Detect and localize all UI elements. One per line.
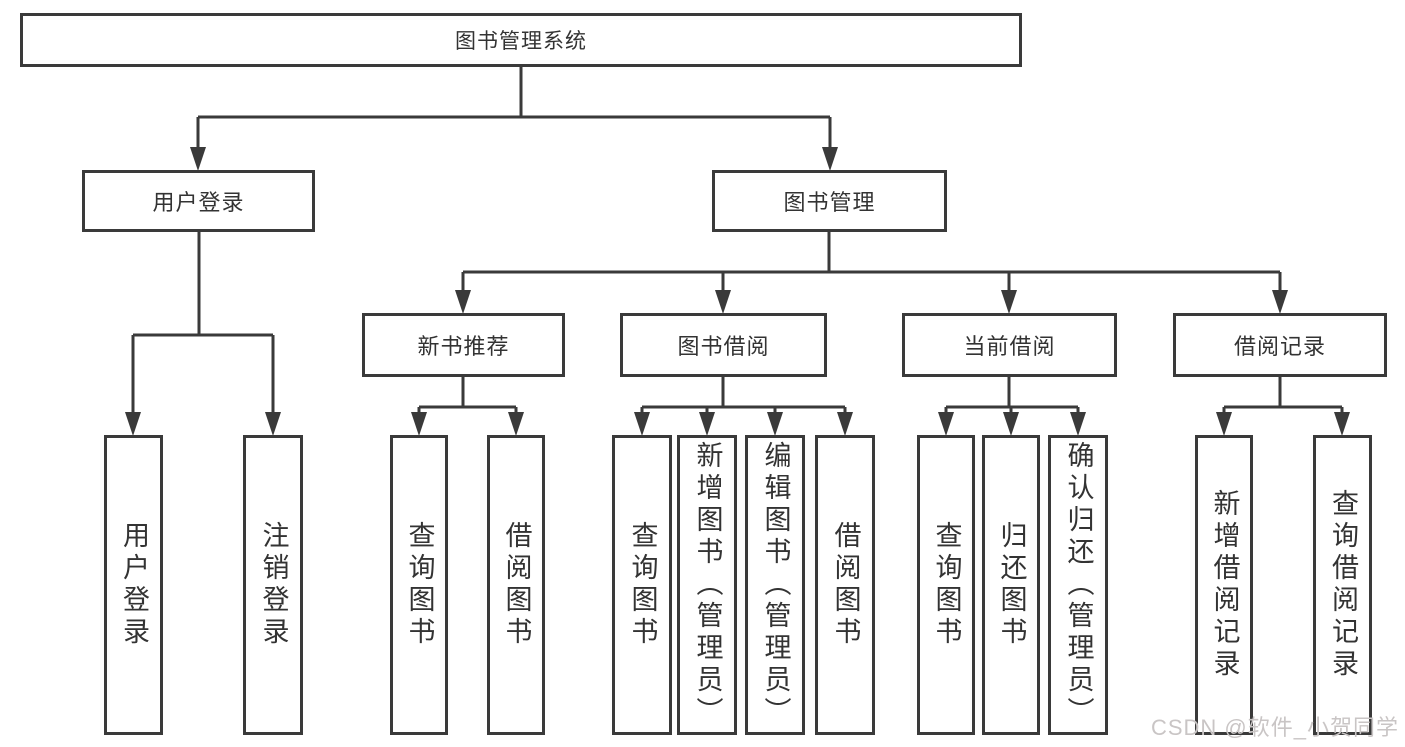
node-new-book-recommendation: 新书推荐 (362, 313, 565, 377)
node-label: 新增借阅记录 (1209, 489, 1240, 681)
leaf-user-login: 用户登录 (104, 435, 163, 735)
leaf-borrow-books-recommend: 借阅图书 (487, 435, 545, 735)
node-label: 图书借阅 (677, 334, 770, 359)
leaf-add-books-admin: 新增图书（管理员） (677, 435, 737, 735)
node-label: 借阅图书 (830, 521, 861, 649)
node-library-management-system: 图书管理系统 (20, 13, 1022, 67)
node-label: 查询图书 (404, 521, 435, 649)
node-label: 借阅记录 (1233, 334, 1326, 359)
leaf-query-borrowing-record: 查询借阅记录 (1313, 435, 1372, 735)
leaf-logout: 注销登录 (243, 435, 303, 735)
node-label: 编辑图书（管理员） (760, 441, 791, 729)
leaf-confirm-return-admin: 确认归还（管理员） (1048, 435, 1108, 735)
node-label: 图书管理 (783, 190, 876, 215)
leaf-add-borrowing-record: 新增借阅记录 (1195, 435, 1253, 735)
leaf-query-books-current: 查询图书 (917, 435, 975, 735)
node-user-login: 用户登录 (82, 170, 315, 232)
node-label: 借阅图书 (501, 521, 532, 649)
node-label: 归还图书 (996, 521, 1027, 649)
leaf-query-books-borrowing: 查询图书 (612, 435, 672, 735)
node-label: 图书管理系统 (455, 30, 587, 53)
node-label: 新书推荐 (417, 334, 510, 359)
leaf-edit-books-admin: 编辑图书（管理员） (745, 435, 805, 735)
node-label: 确认归还（管理员） (1063, 441, 1094, 729)
node-borrowing-records: 借阅记录 (1173, 313, 1387, 377)
node-label: 查询借阅记录 (1328, 489, 1358, 681)
node-label: 注销登录 (258, 521, 289, 649)
node-label: 查询图书 (627, 521, 658, 649)
csdn-watermark: CSDN @软件_小贺同学 (1150, 715, 1399, 740)
node-book-borrowing: 图书借阅 (620, 313, 827, 377)
node-label: 查询图书 (931, 521, 962, 649)
node-label: 当前借阅 (963, 334, 1056, 359)
leaf-return-books: 归还图书 (982, 435, 1040, 735)
node-current-borrowing: 当前借阅 (902, 313, 1117, 377)
node-label: 用户登录 (152, 190, 245, 215)
node-book-management: 图书管理 (712, 170, 947, 232)
leaf-borrow-books-borrowing: 借阅图书 (815, 435, 875, 735)
node-label: 新增图书（管理员） (692, 441, 723, 729)
node-label: 用户登录 (119, 521, 149, 649)
leaf-query-books-recommend: 查询图书 (390, 435, 448, 735)
